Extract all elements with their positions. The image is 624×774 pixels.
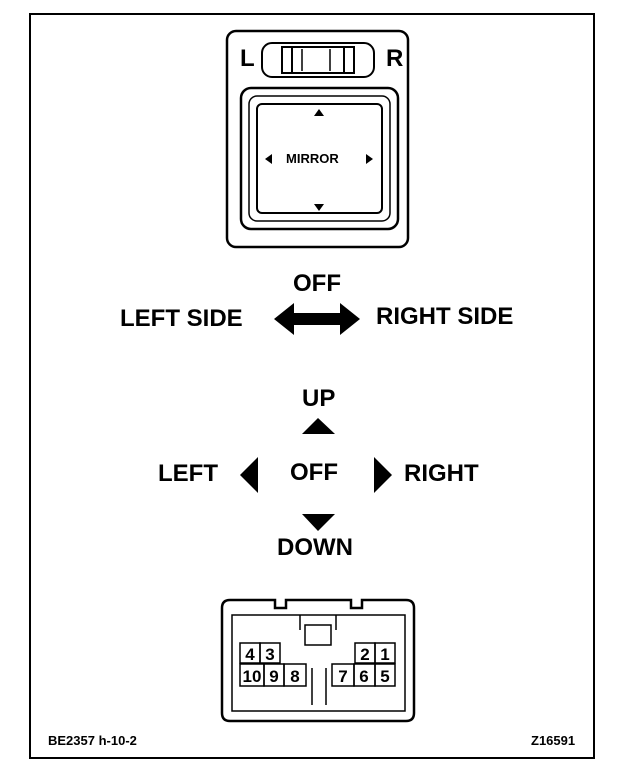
footer-left-code: BE2357 h-10-2 [48, 733, 137, 748]
pin-2: 2 [360, 645, 369, 664]
direction-up-label: UP [302, 385, 336, 412]
selector-off-label: OFF [293, 270, 341, 297]
pin-6: 6 [359, 667, 368, 686]
pad-left-arrow-icon [265, 154, 272, 164]
pad-down-arrow-icon [314, 204, 324, 211]
selector-left-side-label: LEFT SIDE [120, 305, 243, 332]
up-arrow-icon [302, 418, 335, 434]
pin-9: 9 [269, 667, 278, 686]
selector-right-side-label: RIGHT SIDE [376, 303, 514, 330]
pin-8: 8 [290, 667, 299, 686]
left-arrow-icon [240, 457, 258, 493]
pin-3: 3 [265, 645, 274, 664]
double-arrow-icon [274, 303, 360, 335]
mirror-pad-inner [248, 95, 391, 222]
right-arrow-icon [374, 457, 392, 493]
mirror-pad-face [256, 103, 383, 214]
footer-right-code: Z16591 [531, 733, 576, 748]
direction-right-label: RIGHT [404, 460, 479, 487]
down-arrow-icon [302, 514, 335, 531]
pin-cavities [239, 642, 396, 705]
direction-off-label: OFF [290, 459, 338, 486]
pad-right-arrow-icon [366, 154, 373, 164]
pin-4: 4 [245, 645, 255, 664]
pin-1: 1 [380, 645, 389, 664]
direction-left-label: LEFT [158, 460, 218, 487]
pin-10: 10 [243, 667, 262, 686]
switch-left-label: L [240, 45, 255, 72]
lr-selector-slider [261, 42, 375, 78]
mirror-pad-outer [239, 86, 400, 231]
diagram-frame [29, 13, 595, 759]
pad-up-arrow-icon [314, 109, 324, 116]
connector-latch [304, 624, 332, 646]
switch-right-label: R [386, 45, 404, 72]
pin-5: 5 [380, 667, 389, 686]
pin-7: 7 [338, 667, 347, 686]
slider-knob [281, 46, 355, 74]
mirror-pad-label: MIRROR [286, 151, 339, 166]
direction-down-label: DOWN [277, 534, 353, 561]
